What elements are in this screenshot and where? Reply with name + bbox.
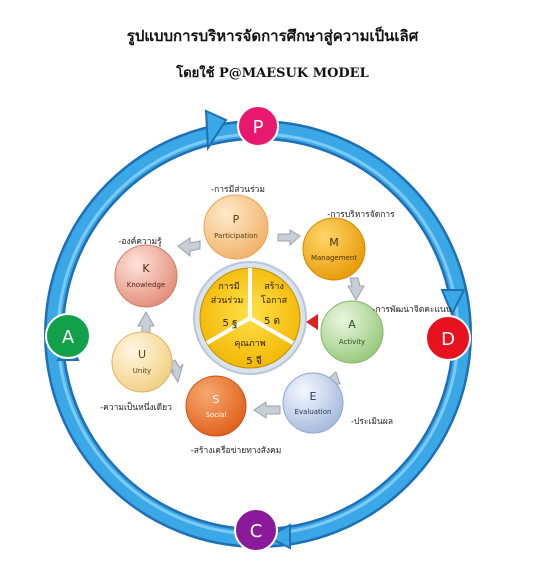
outer-node-a: A bbox=[45, 313, 91, 359]
center-core: การมี ส่วนร่วม 5 ฐ สร้าง โอกาส 5 ต คุณภา… bbox=[193, 261, 307, 375]
step-node-m: M Management bbox=[302, 217, 366, 281]
core-seg2-line2: โอกาส bbox=[261, 295, 288, 306]
page-title: รูปแบบการบริหารจัดการศึกษาสู่ความเป็นเลิ… bbox=[126, 27, 419, 45]
outer-node-d: D bbox=[425, 315, 471, 361]
svg-text:D: D bbox=[441, 329, 455, 350]
svg-text:Unity: Unity bbox=[133, 367, 151, 375]
arrow-to-d-icon bbox=[440, 289, 466, 317]
core-seg1-line2: ส่วนร่วม bbox=[211, 296, 244, 306]
label-activity-thai: -การพัฒนาจิตคะแนน bbox=[372, 305, 451, 315]
core-seg2-line1: สร้าง bbox=[264, 281, 284, 292]
step-node-a: A Activity bbox=[320, 300, 384, 364]
arrow-p-to-m-icon bbox=[277, 229, 301, 247]
svg-text:Evaluation: Evaluation bbox=[295, 408, 332, 416]
svg-text:Participation: Participation bbox=[214, 232, 258, 240]
svg-text:U: U bbox=[138, 348, 146, 361]
core-seg3-num: 5 จี bbox=[246, 355, 262, 367]
svg-text:P: P bbox=[253, 117, 264, 138]
arrow-to-p-icon bbox=[204, 109, 228, 152]
step-node-s: S Social bbox=[185, 375, 247, 437]
label-social-thai: -สร้างเครือข่ายทางสังคม bbox=[191, 445, 282, 456]
step-node-u: U Unity bbox=[111, 331, 173, 393]
step-node-k: K Knowledge bbox=[114, 244, 178, 308]
outer-node-c: C bbox=[234, 508, 278, 552]
label-unity-thai: -ความเป็นหนึ่งเดียว bbox=[100, 401, 172, 413]
svg-text:Management: Management bbox=[311, 254, 357, 262]
svg-text:S: S bbox=[213, 393, 220, 406]
outer-node-p: P bbox=[237, 105, 279, 147]
label-management-thai: -การบริหารจัดการ bbox=[327, 210, 395, 220]
core-seg2-num: 5 ต bbox=[264, 316, 280, 327]
step-node-p: P Participation bbox=[203, 194, 269, 260]
svg-text:P: P bbox=[233, 213, 240, 226]
label-evaluation-thai: -ประเมินผล bbox=[351, 417, 393, 427]
svg-text:A: A bbox=[62, 327, 75, 348]
svg-text:Knowledge: Knowledge bbox=[127, 281, 165, 289]
core-seg1-line1: การมี bbox=[218, 281, 239, 292]
svg-text:Social: Social bbox=[206, 411, 227, 419]
page-subtitle: โดยใช้ P@MAESUK MODEL bbox=[176, 66, 369, 81]
svg-text:A: A bbox=[348, 318, 356, 331]
svg-text:E: E bbox=[310, 390, 317, 403]
svg-text:C: C bbox=[250, 521, 263, 542]
svg-text:M: M bbox=[329, 236, 339, 249]
arrow-m-to-a-icon bbox=[347, 277, 365, 302]
step-node-e: E Evaluation bbox=[282, 372, 344, 434]
core-seg3-line1: คุณภาพ bbox=[234, 339, 265, 349]
arrow-a-to-core-icon bbox=[306, 314, 318, 330]
arrow-k-to-p-icon bbox=[177, 237, 201, 258]
label-knowledge-thai: -องค์ความรู้ bbox=[118, 236, 162, 247]
label-participation-thai: -การมีส่วนร่วม bbox=[211, 184, 265, 195]
svg-text:K: K bbox=[142, 262, 150, 275]
svg-text:Activity: Activity bbox=[339, 338, 365, 346]
arrow-e-to-s-icon bbox=[253, 401, 281, 419]
arrow-to-c-icon bbox=[265, 523, 291, 550]
core-seg1-num: 5 ฐ bbox=[222, 318, 237, 329]
